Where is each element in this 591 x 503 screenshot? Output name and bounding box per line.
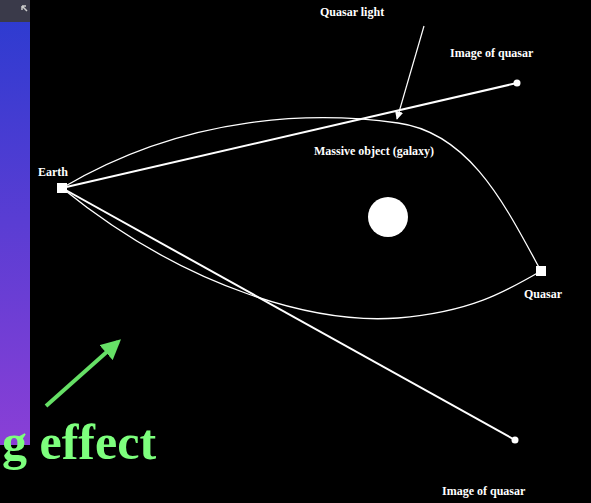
image-dot: [512, 437, 519, 444]
image-label: Image of quasar: [440, 484, 527, 498]
slide-heading: g effect: [2, 414, 156, 470]
light-path: [62, 188, 541, 319]
galaxy-disc: [368, 197, 408, 237]
sight-line: [62, 188, 515, 440]
image-label: Image of quasar: [448, 46, 535, 60]
light-path: [62, 118, 541, 271]
image-dot: [514, 80, 521, 87]
pointer-arrow: [46, 342, 118, 406]
quasar-marker: [536, 266, 546, 276]
slide-corner: [0, 0, 30, 22]
corner-icon: [22, 6, 27, 11]
galaxy-label: Massive object (galaxy): [312, 144, 436, 158]
quasar-label: Quasar: [522, 287, 564, 301]
sight-line: [62, 83, 517, 188]
slide-strip: [0, 0, 30, 445]
leader-arrow: [397, 26, 424, 119]
callout-label: Quasar light: [318, 5, 386, 19]
earth-marker: [57, 183, 67, 193]
earth-label: Earth: [36, 165, 70, 179]
